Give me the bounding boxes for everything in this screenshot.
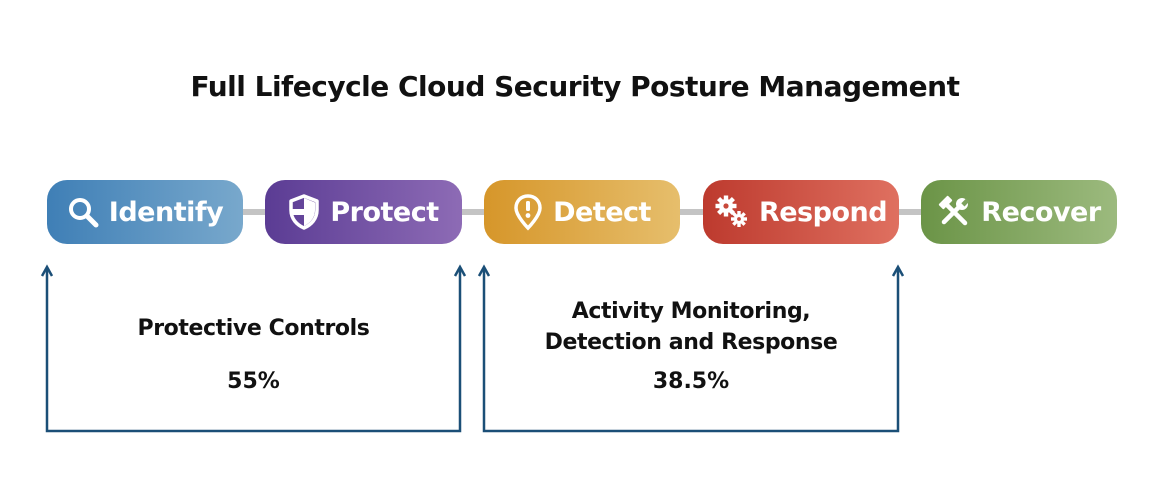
group-protective-controls-label: Protective Controls (53, 313, 454, 344)
stage-recover-label: Recover (981, 196, 1101, 228)
shield-icon (289, 194, 320, 230)
group-monitoring-line-2: Detection and Response (544, 330, 838, 355)
group-protective-controls-line-1: Protective Controls (137, 316, 370, 341)
stage-respond-label: Respond (758, 196, 888, 228)
connector-protect-detect (462, 209, 484, 215)
connector-respond-recover (899, 209, 921, 215)
group-protective-controls-value: 55% (227, 369, 280, 394)
tools-icon (939, 195, 970, 226)
connector-identify-protect (243, 209, 265, 215)
group-monitoring-line-1: Activity Monitoring, (571, 299, 811, 324)
stage-protect-label: Protect (330, 196, 439, 228)
stage-protect: Protect (265, 180, 462, 244)
search-icon (68, 198, 99, 228)
bracket-monitoring-detection-response (477, 264, 905, 433)
stage-identify-label: Identify (108, 196, 224, 228)
group-monitoring-label: Activity Monitoring, Detection and Respo… (490, 296, 892, 358)
gears-icon (715, 195, 747, 227)
group-monitoring-value: 38.5% (652, 369, 730, 394)
stage-respond: Respond (703, 180, 899, 244)
diagram-title: Full Lifecycle Cloud Security Posture Ma… (190, 70, 960, 103)
stage-detect: Detect (484, 180, 680, 244)
stage-identify: Identify (47, 180, 243, 244)
alert-pin-icon (514, 194, 542, 231)
stage-recover: Recover (921, 180, 1117, 244)
connector-detect-respond (680, 209, 703, 215)
bracket-protective-controls (40, 264, 467, 433)
stage-detect-label: Detect (553, 196, 651, 228)
